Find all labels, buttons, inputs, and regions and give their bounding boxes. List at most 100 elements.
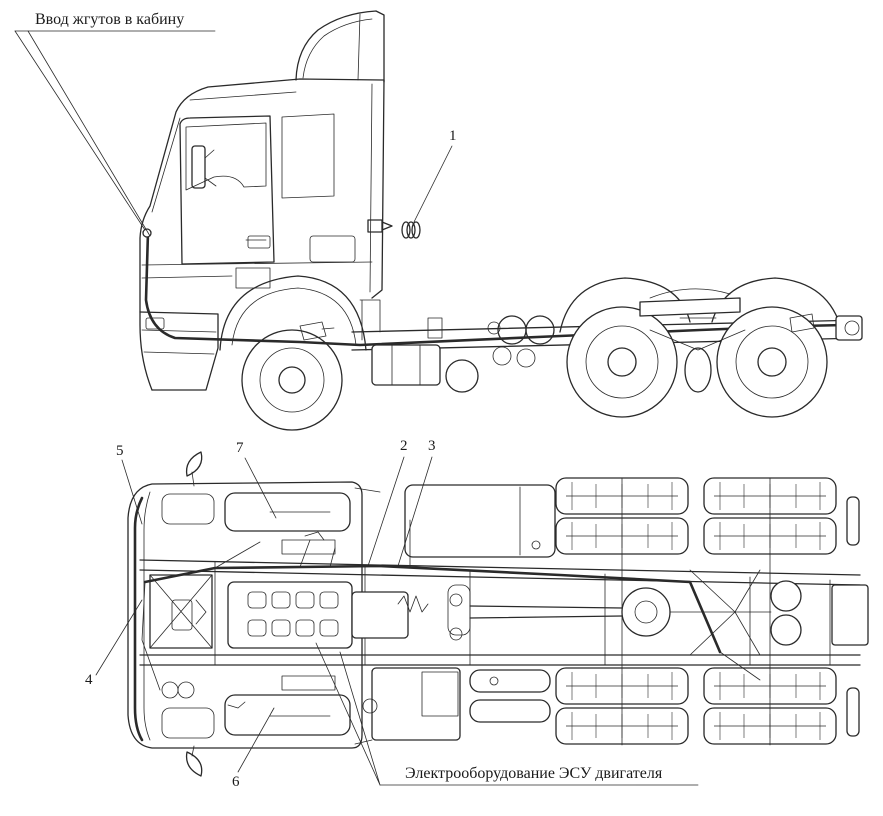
battery-box-top xyxy=(371,667,461,741)
mirror-top-left xyxy=(185,451,203,477)
air-tank-top-1 xyxy=(469,669,551,693)
engine-ecu-leader xyxy=(315,642,381,786)
bumper-lines xyxy=(141,329,217,355)
roof-spoiler-inner-line xyxy=(302,18,373,79)
rear-lamp-lens xyxy=(844,320,860,336)
headlight xyxy=(145,317,165,330)
cab-sill xyxy=(141,261,373,279)
gearbox-spring xyxy=(397,595,429,613)
coil-turn-2 xyxy=(406,221,416,239)
fifth-wheel-plate xyxy=(649,288,731,299)
rear-rim-2 xyxy=(735,325,809,399)
front-brake-chamber xyxy=(299,321,335,341)
callout-4-leader xyxy=(95,599,143,676)
rear-suspension-top xyxy=(669,569,772,656)
rear-differential-2 xyxy=(770,580,802,646)
front-wheel-top-right xyxy=(161,707,215,739)
cab-roof-line xyxy=(189,91,297,101)
callout-1: 1 xyxy=(449,128,457,144)
frame-rail-left xyxy=(139,559,861,586)
cab-grab-handle xyxy=(247,235,271,249)
cab-door xyxy=(179,115,275,265)
callout-2: 2 xyxy=(400,438,408,454)
air-tank-top-2 xyxy=(469,699,551,723)
diff-2-upper xyxy=(770,580,802,612)
tank-right-6-detail xyxy=(269,675,336,717)
side-mirror xyxy=(191,145,206,189)
cylinder-6 xyxy=(271,619,291,637)
front-sensor-2 xyxy=(177,681,195,699)
front-bumper xyxy=(139,311,219,391)
rear-hub-1 xyxy=(607,347,637,377)
engine-ecu-label: Электрооборудование ЭСУ двигателя xyxy=(405,765,663,782)
gearbox xyxy=(351,591,409,639)
door-window xyxy=(185,122,267,191)
cylinder-3 xyxy=(295,591,315,609)
diff-1-center xyxy=(634,600,658,624)
cable-grommet xyxy=(487,321,501,335)
front-sensor-1 xyxy=(161,681,179,699)
rear-differential-1 xyxy=(621,587,671,637)
rear-rim-1 xyxy=(585,325,659,399)
rear-hub-2 xyxy=(757,347,787,377)
cylinder-1 xyxy=(247,591,267,609)
front-hub xyxy=(278,366,306,394)
cylinder-7 xyxy=(295,619,315,637)
roof-spoiler-seam xyxy=(357,13,361,81)
driveshaft xyxy=(469,605,623,619)
callout-3-leader xyxy=(397,456,433,567)
battery-box-lid xyxy=(421,671,459,717)
transfer-unit xyxy=(447,584,471,636)
callout-7-leader xyxy=(244,457,277,519)
rear-tire-2 xyxy=(716,306,828,418)
cab-step xyxy=(235,267,271,289)
coil-turn-3 xyxy=(411,221,421,239)
battery-terminal xyxy=(362,698,378,714)
fuel-tank-cap xyxy=(531,540,541,550)
fifth-wheel-coupling xyxy=(639,297,741,317)
air-receiver-3 xyxy=(492,346,512,366)
cylinder-5 xyxy=(247,619,267,637)
fuel-tank-top xyxy=(404,484,556,558)
sleeper-window xyxy=(281,113,335,199)
roof-spoiler xyxy=(295,10,385,83)
top-view: 5 7 2 3 4 6 Электрооборудование ЭСУ двиг… xyxy=(85,438,869,790)
callout-3: 3 xyxy=(428,438,436,454)
wiring-harness-top xyxy=(143,564,722,654)
front-fender-inner xyxy=(231,287,357,346)
rear-lamp-bottom xyxy=(846,687,860,737)
harness-entry-leader xyxy=(14,30,151,237)
engine-block xyxy=(227,581,353,649)
rear-wheel-2 xyxy=(716,306,828,418)
air-receiver-4 xyxy=(516,348,536,368)
brake-chamber-rear xyxy=(789,313,815,333)
front-tire xyxy=(241,329,343,431)
air-tank-side xyxy=(445,359,479,393)
windshield-pillar xyxy=(151,117,181,213)
front-wheel-top-left xyxy=(161,493,215,525)
callout-1-leader xyxy=(413,145,453,223)
cylinder-8 xyxy=(319,619,339,637)
callout-2-leader xyxy=(367,456,405,567)
callout-7: 7 xyxy=(236,440,244,456)
mirror-arm xyxy=(204,149,217,187)
battery-box-straps xyxy=(391,344,421,386)
front-fender xyxy=(219,275,367,351)
callout-5: 5 xyxy=(116,443,124,459)
callout-4: 4 xyxy=(85,672,93,688)
connector-6 xyxy=(227,701,246,709)
rear-crossmember xyxy=(831,584,869,646)
diff-2-lower xyxy=(770,614,802,646)
rear-wheel-1 xyxy=(566,306,678,418)
valve-top-right xyxy=(449,627,463,641)
callout-5-leader xyxy=(121,459,143,525)
trailer-connection-coil xyxy=(401,221,421,239)
valve-top-left xyxy=(449,593,463,607)
tank-right-6 xyxy=(224,694,351,736)
side-storage-box xyxy=(309,235,356,263)
cab-mount-bracket xyxy=(359,299,381,341)
tank-left-7-detail xyxy=(269,511,336,555)
radiator-braces xyxy=(149,574,213,649)
